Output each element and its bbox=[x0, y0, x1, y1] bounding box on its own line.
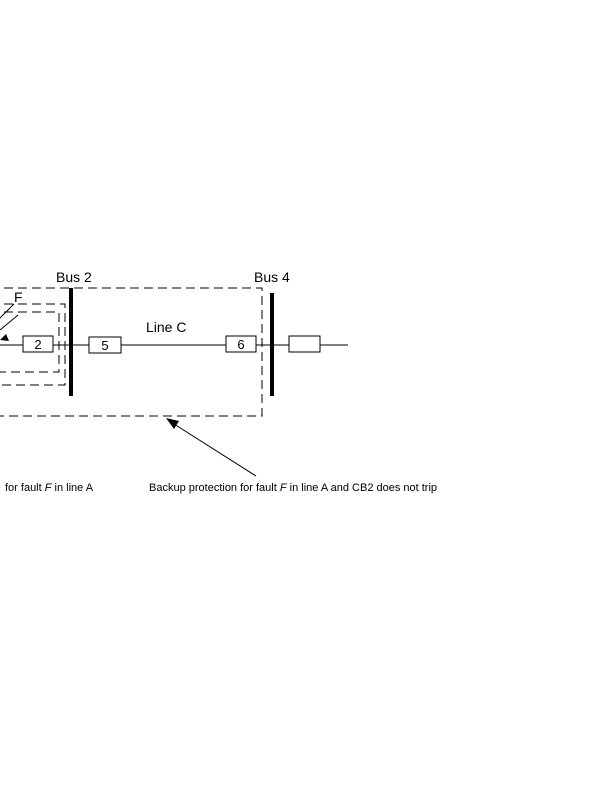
primary-caption-prefix: for fault bbox=[5, 482, 45, 494]
breaker-right bbox=[288, 335, 321, 353]
primary-caption-emphasis: F bbox=[45, 482, 53, 494]
breaker-6 bbox=[225, 335, 257, 353]
line-c-label: Line C bbox=[146, 319, 186, 335]
breaker-2 bbox=[22, 335, 54, 353]
fault-arrowhead bbox=[0, 334, 9, 341]
fault-mark-1 bbox=[0, 303, 15, 319]
breaker-5 bbox=[88, 336, 122, 354]
breaker-5-label: 5 bbox=[101, 338, 108, 353]
primary-zone-outer bbox=[0, 303, 66, 386]
primary-caption: for fault F in line A bbox=[5, 482, 94, 494]
bus-2-label: Bus 2 bbox=[56, 269, 92, 285]
primary-zone-inner bbox=[0, 311, 60, 373]
breaker-2-label: 2 bbox=[34, 337, 41, 352]
primary-caption-suffix: in line A bbox=[51, 482, 93, 494]
backup-pointer-arrowhead bbox=[166, 418, 179, 429]
backup-caption-prefix: Backup protection for fault bbox=[149, 482, 280, 494]
fault-mark-2 bbox=[0, 314, 19, 331]
backup-zone bbox=[0, 287, 263, 417]
fault-label: F bbox=[14, 289, 23, 305]
backup-caption-emphasis: F bbox=[280, 482, 288, 494]
bus-4-label: Bus 4 bbox=[254, 269, 290, 285]
breaker-6-label: 6 bbox=[237, 337, 244, 352]
backup-caption: Backup protection for fault F in line A … bbox=[149, 482, 437, 494]
backup-pointer-line bbox=[173, 423, 257, 477]
backup-caption-suffix: in line A and CB2 does not trip bbox=[287, 482, 437, 494]
